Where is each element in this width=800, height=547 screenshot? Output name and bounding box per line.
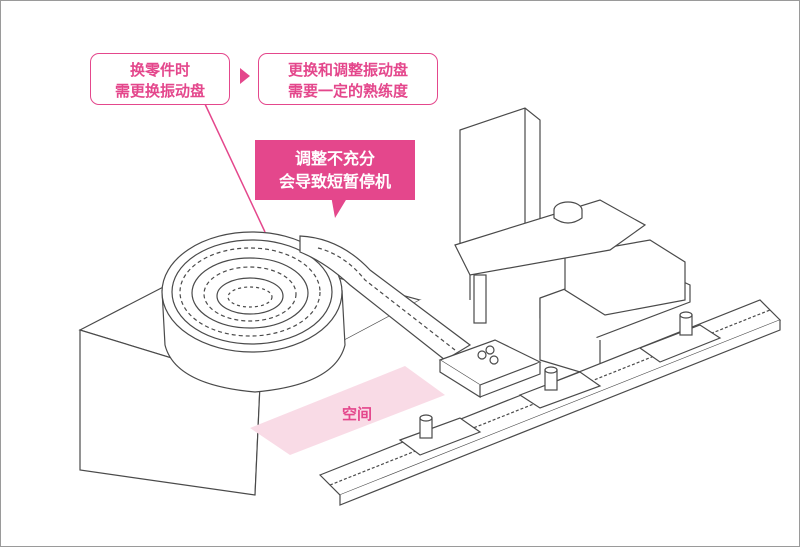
pallet-pins xyxy=(419,311,693,439)
vibratory-bowl xyxy=(161,231,346,393)
callout-skill-needed: 更换和调整振动盘 需要一定的熟练度 xyxy=(258,53,438,105)
arrow-icon xyxy=(240,68,250,84)
space-area xyxy=(250,366,445,455)
scara-robot xyxy=(454,107,691,379)
space-label: 空间 xyxy=(342,405,373,423)
callout-downtime: 调整不充分 会导致短暂停机 xyxy=(255,140,415,200)
feeder-track xyxy=(299,235,542,399)
callout-part-change: 换零件时 需更换振动盘 xyxy=(90,53,230,105)
conveyor xyxy=(318,299,782,506)
callout-pointer xyxy=(204,103,266,233)
